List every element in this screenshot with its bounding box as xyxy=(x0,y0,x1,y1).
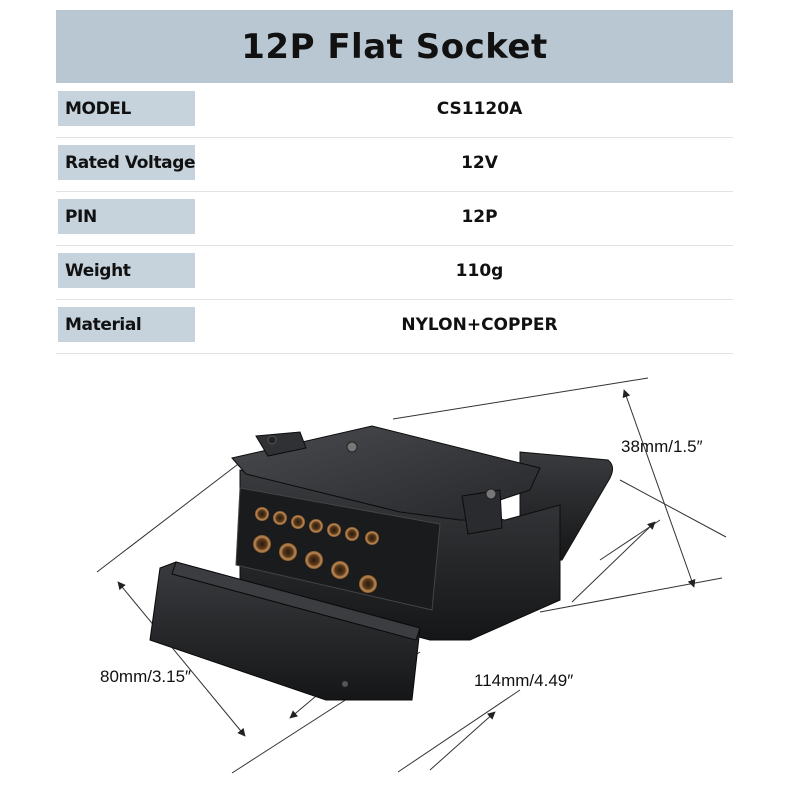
dimension-height-label: 38mm/1.5″ xyxy=(621,437,703,456)
pin-socket xyxy=(253,535,271,553)
spec-row-pin: PIN 12P xyxy=(56,191,733,246)
pin-socket xyxy=(279,543,297,561)
pin-socket xyxy=(309,519,323,533)
title-banner: 12P Flat Socket xyxy=(56,10,733,83)
spec-row-material: Material NYLON+COPPER xyxy=(56,299,733,354)
spec-value: 12V xyxy=(461,152,498,173)
dimension-length-label: 114mm/4.49″ xyxy=(474,671,573,690)
pins-bottom-row xyxy=(253,535,377,593)
spec-row-weight: Weight 110g xyxy=(56,245,733,300)
pin-socket xyxy=(291,515,305,529)
pin-socket xyxy=(359,575,377,593)
screw-icon xyxy=(346,441,358,453)
pin-socket xyxy=(255,507,269,521)
cover-rivet xyxy=(342,681,348,687)
pins-top-row xyxy=(255,507,379,545)
spec-label: Material xyxy=(58,307,195,342)
spec-value: CS1120A xyxy=(436,98,523,119)
pin-socket xyxy=(365,531,379,545)
spec-label: MODEL xyxy=(58,91,195,126)
screw-icon xyxy=(267,435,277,445)
flange-ear-right xyxy=(461,489,503,535)
pin-socket xyxy=(273,511,287,525)
pin-socket xyxy=(331,561,349,579)
pin-socket xyxy=(345,527,359,541)
spec-row-model: MODEL CS1120A xyxy=(56,83,733,138)
product-illustration: 38mm/1.5″ 80mm/3.15″ 114mm/4.49″ xyxy=(96,377,727,774)
dimension-lines xyxy=(96,377,727,774)
page-title: 12P Flat Socket xyxy=(241,26,548,67)
spec-value: NYLON+COPPER xyxy=(401,314,558,335)
spec-label: Weight xyxy=(58,253,195,288)
spec-row-rated-voltage: Rated Voltage 12V xyxy=(56,137,733,192)
spec-value: 12P xyxy=(461,206,498,227)
pin-socket xyxy=(327,523,341,537)
dimension-width-label: 80mm/3.15″ xyxy=(100,667,191,686)
spec-label: Rated Voltage xyxy=(58,145,196,180)
spec-label: PIN xyxy=(58,199,195,234)
pin-socket xyxy=(305,551,323,569)
spec-value: 110g xyxy=(455,260,504,281)
pin-face xyxy=(235,487,441,611)
screw-icon xyxy=(485,488,497,500)
flip-cover-rim xyxy=(171,561,421,641)
